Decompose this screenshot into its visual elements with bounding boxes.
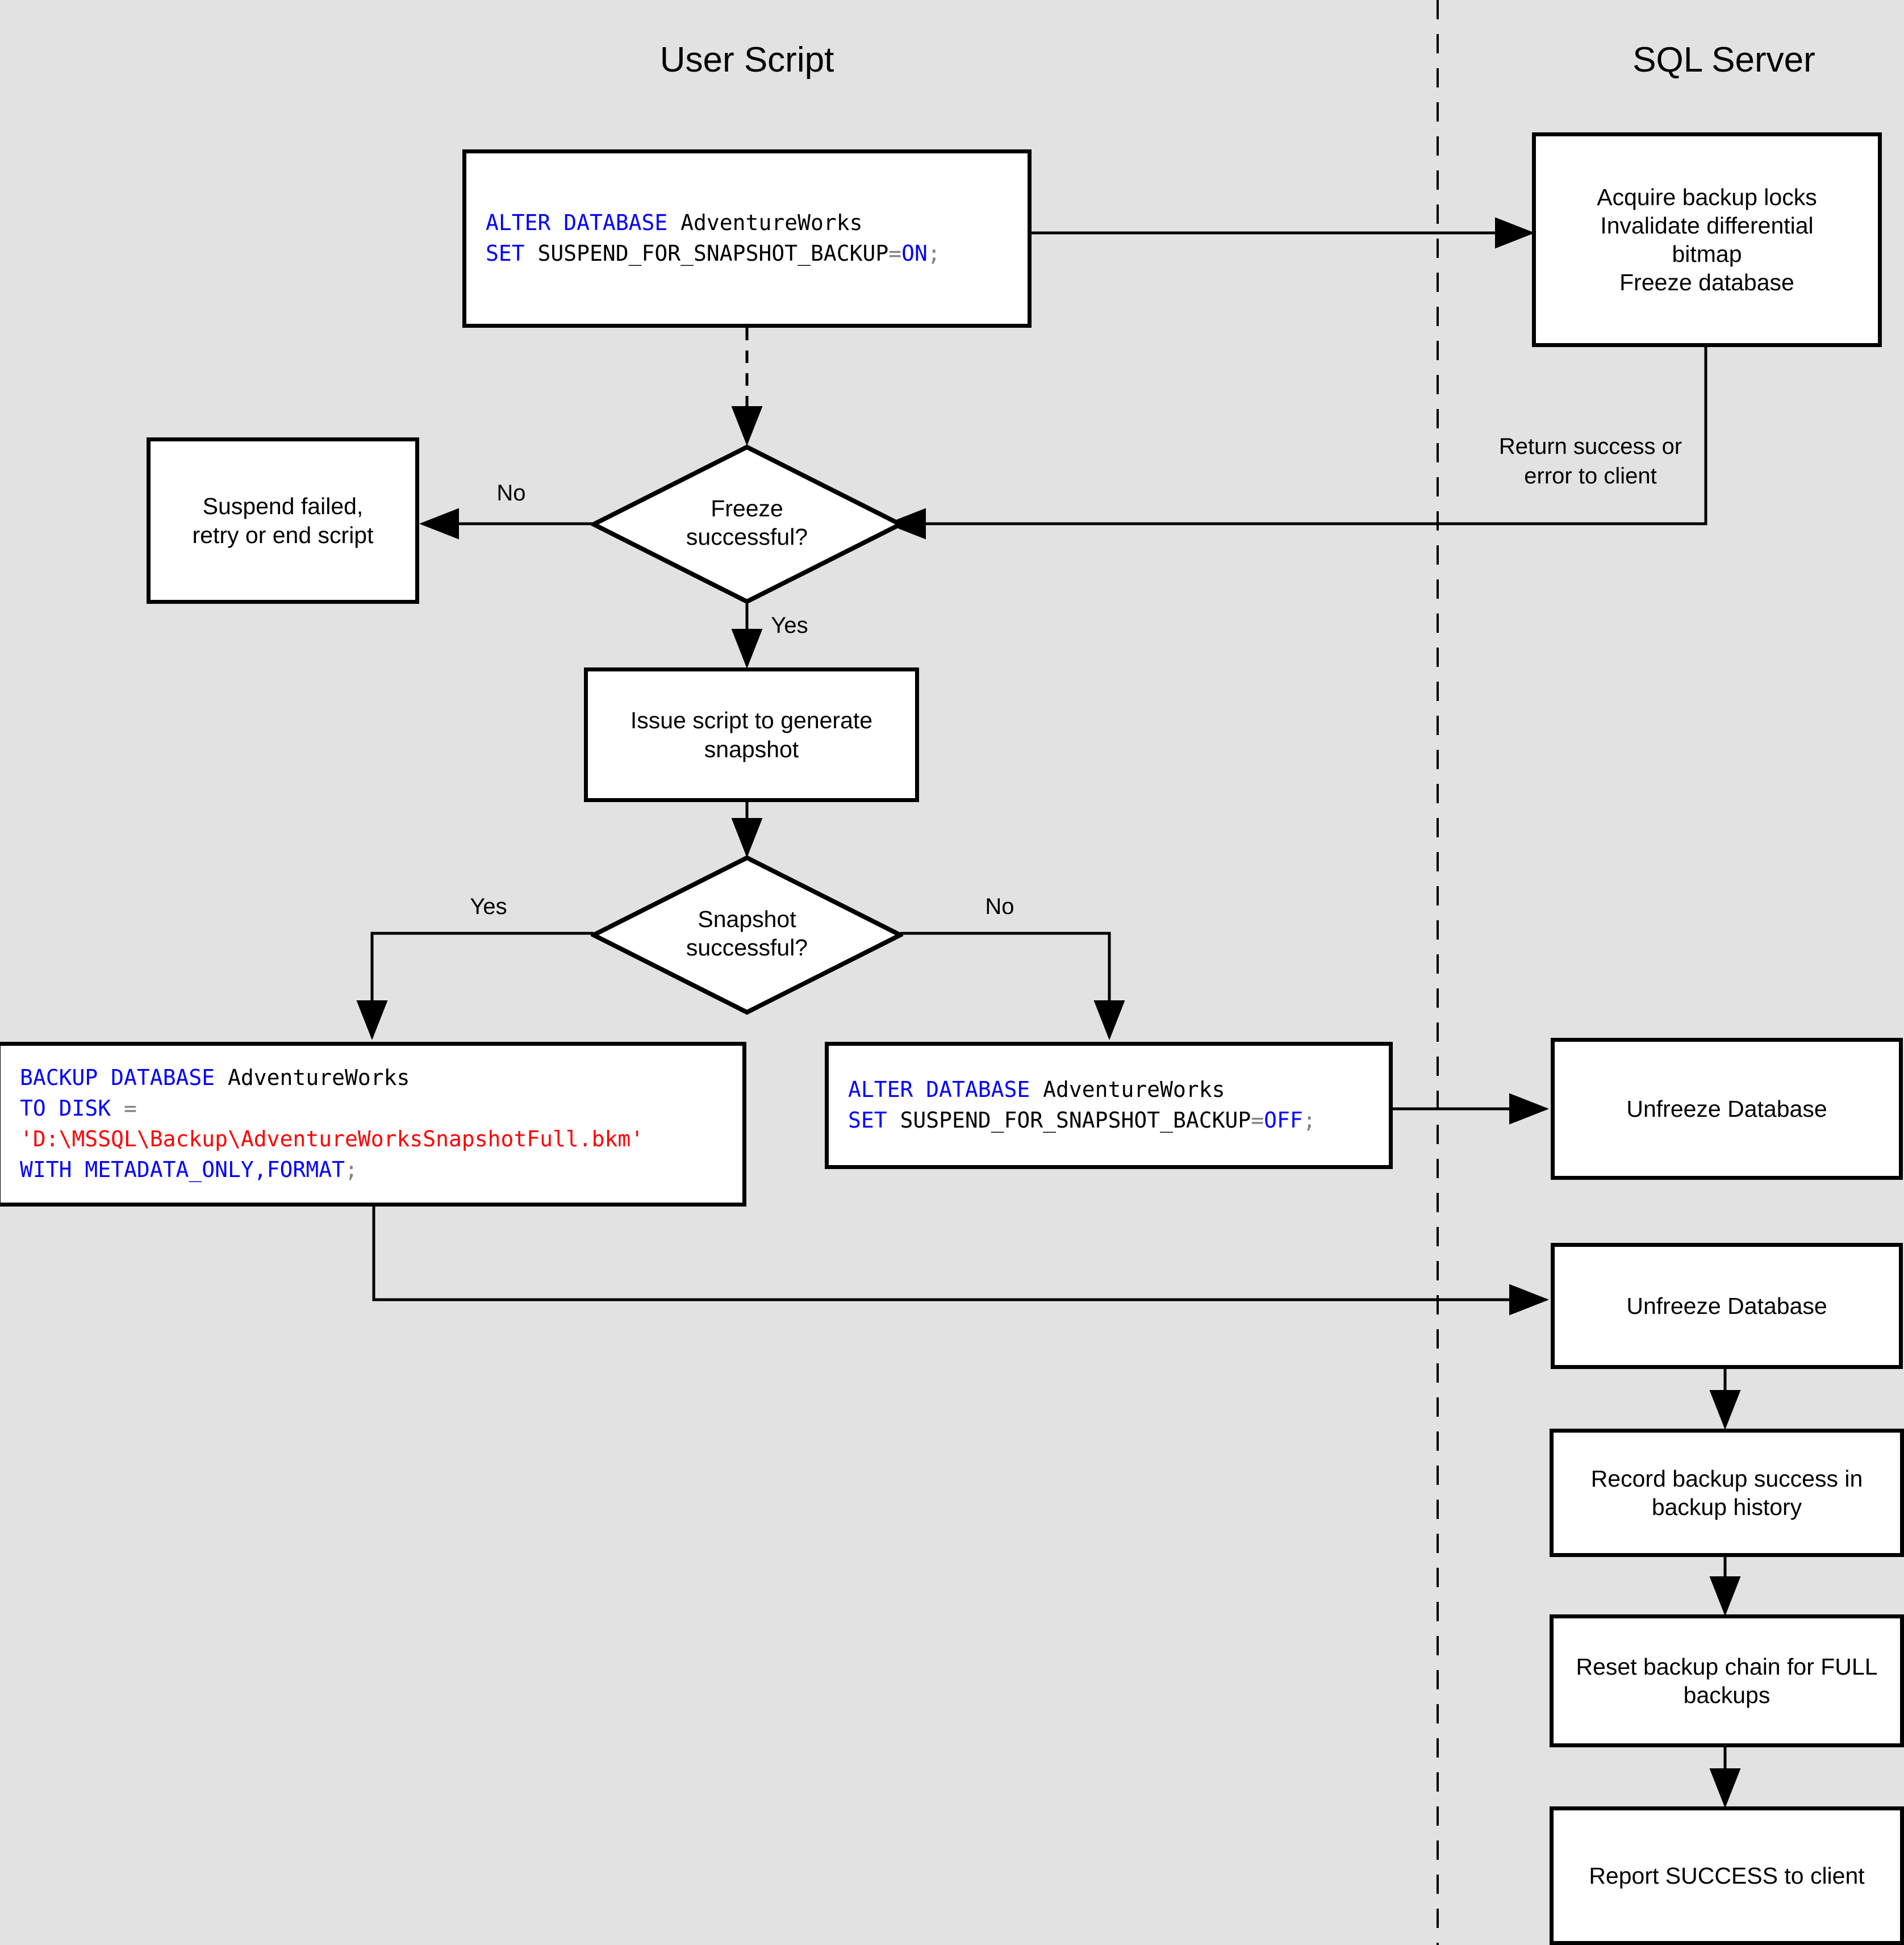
node-backup-database[interactable]: BACKUP DATABASE AdventureWorks TO DISK =… <box>0 1042 746 1207</box>
edge-label-return-to-client: Return success or error to client <box>1498 434 1682 489</box>
edge-label-snapshot-no: No <box>985 894 1014 919</box>
node-unfreeze-database-2-label: Unfreeze Database <box>1626 1292 1827 1319</box>
node-unfreeze-database-2[interactable]: Unfreeze Database <box>1551 1243 1903 1369</box>
node-unfreeze-database-1[interactable]: Unfreeze Database <box>1551 1038 1903 1180</box>
node-snapshot-successful[interactable]: Snapshot successful? <box>591 855 903 1015</box>
node-reset-backup-chain-label: Reset backup chain for FULL backups <box>1576 1653 1878 1708</box>
node-record-backup-success[interactable]: Record backup success in backup history <box>1550 1429 1904 1557</box>
node-suspend-failed-label: Suspend failed, retry or end script <box>192 493 374 548</box>
decision-diamond-shape <box>591 444 903 604</box>
edge-label-freeze-no: No <box>496 481 526 506</box>
lane-title-user-script: User Script <box>659 40 834 80</box>
node-unfreeze-database-1-label: Unfreeze Database <box>1626 1095 1827 1122</box>
node-alter-database-on[interactable]: ALTER DATABASE AdventureWorks SET SUSPEN… <box>462 149 1032 328</box>
node-reset-backup-chain[interactable]: Reset backup chain for FULL backups <box>1550 1614 1904 1747</box>
node-report-success[interactable]: Report SUCCESS to client <box>1550 1806 1904 1945</box>
sql-code-alter-off: ALTER DATABASE AdventureWorks SET SUSPEN… <box>848 1077 1316 1133</box>
node-record-backup-success-label: Record backup success in backup history <box>1590 1465 1863 1520</box>
edge-label-snapshot-yes: Yes <box>470 894 507 919</box>
node-report-success-label: Report SUCCESS to client <box>1589 1862 1865 1889</box>
node-issue-script-label: Issue script to generate snapshot <box>630 707 873 762</box>
node-acquire-backup-locks[interactable]: Acquire backup locks Invalidate differen… <box>1532 132 1882 347</box>
node-acquire-backup-locks-label: Acquire backup locks Invalidate differen… <box>1597 183 1817 296</box>
sql-code-backup: BACKUP DATABASE AdventureWorks TO DISK =… <box>20 1065 644 1182</box>
node-alter-database-off[interactable]: ALTER DATABASE AdventureWorks SET SUSPEN… <box>825 1042 1393 1169</box>
node-suspend-failed[interactable]: Suspend failed, retry or end script <box>147 437 419 604</box>
edge-label-freeze-yes: Yes <box>771 613 808 638</box>
node-issue-script[interactable]: Issue script to generate snapshot <box>584 667 919 802</box>
sql-code-alter-on: ALTER DATABASE AdventureWorks SET SUSPEN… <box>486 210 941 266</box>
lane-title-sql-server: SQL Server <box>1632 40 1815 80</box>
node-freeze-successful[interactable]: Freeze successful? <box>591 444 903 604</box>
decision-diamond-shape <box>591 855 903 1015</box>
